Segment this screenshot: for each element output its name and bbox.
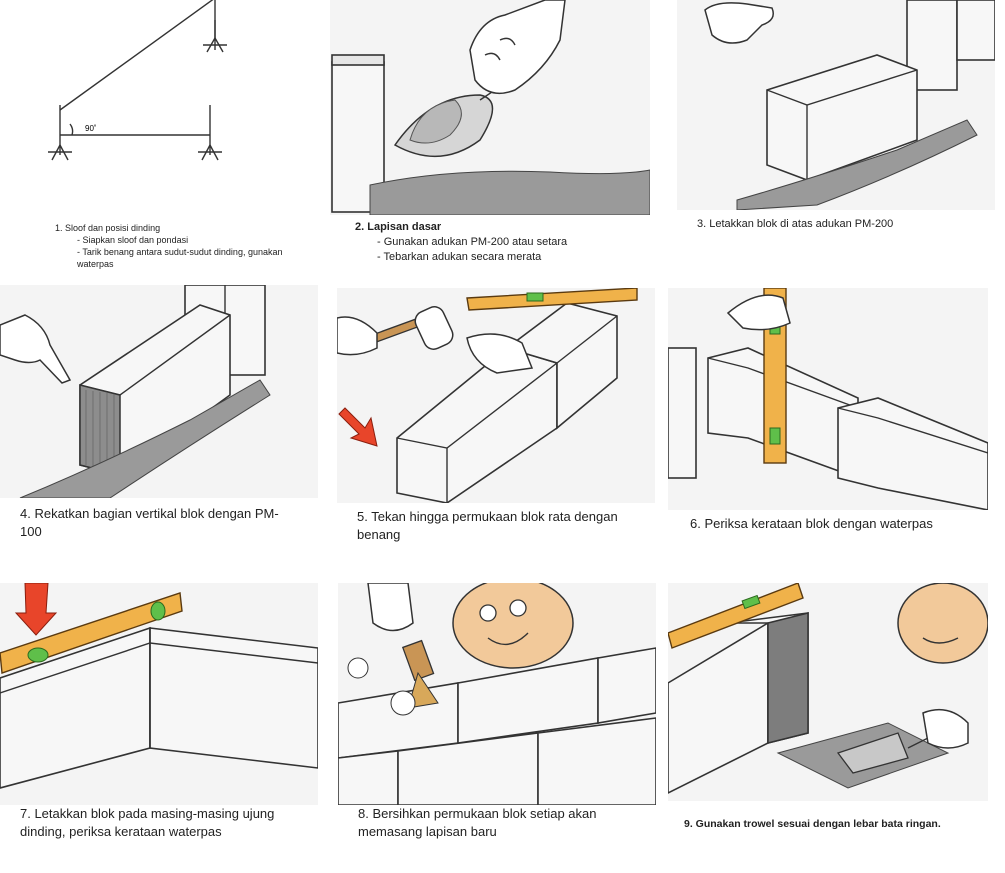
step6-title: 6. Periksa kerataan blok dengan waterpas [690,516,933,531]
glove-icon [922,708,969,749]
worker-face-icon [452,583,574,669]
red-arrow-icon [338,407,378,447]
red-arrow-icon [14,583,58,636]
step1-caption: 1. Sloof dan posisi dinding - Siapkan sl… [55,222,305,270]
glove-icon [367,583,414,632]
step2-title: 2. Lapisan dasar [355,221,442,233]
step7-caption: 7. Letakkan blok pada masing-masing ujun… [20,805,320,841]
spirit-level-icon [668,583,804,649]
step2-caption: 2. Lapisan dasar - Gunakan adukan PM-200… [355,220,655,265]
step4-title: 4. Rekatkan bagian vertikal blok dengan … [20,506,279,539]
step7-title: 7. Letakkan blok pada masing-masing ujun… [20,806,275,839]
step5-title: 5. Tekan hingga permukaan blok rata deng… [357,509,618,542]
stake-right-icon [198,105,222,161]
step2-sub-2: - Tebarkan adukan secara merata [377,251,542,263]
step5-illustration [337,288,655,503]
step8-illustration [338,583,656,805]
spirit-level-icon [466,288,638,311]
step9-caption: 9. Gunakan trowel sesuai dengan lebar ba… [684,817,984,831]
step8-title: 8. Bersihkan permukaan blok setiap akan … [358,806,597,839]
step3-illustration [677,0,995,210]
spirit-level-icon [0,592,183,674]
step1-sub-1: - Siapkan sloof dan pondasi [77,235,189,245]
angle-label: 90˚ [85,124,97,133]
step5-caption: 5. Tekan hingga permukaan blok rata deng… [357,508,637,544]
step1-title: 1. Sloof dan posisi dinding [55,223,161,233]
step2-sub-1: - Gunakan adukan PM-200 atau setara [377,236,568,248]
step2-illustration [330,0,650,215]
step3-caption: 3. Letakkan blok di atas adukan PM-200 [697,217,997,232]
step4-illustration [0,285,318,498]
step4-caption: 4. Rekatkan bagian vertikal blok dengan … [20,505,280,541]
glove-icon [469,0,566,95]
stake-top-icon [203,20,227,53]
glove-icon [726,294,791,331]
glove-pointing-icon [0,314,72,384]
stake-left-icon [48,105,72,161]
glove-icon [337,316,534,374]
step1-illustration: 90˚ [10,0,310,205]
step1-sub-2: - Tarik benang antara sudut-sudut dindin… [77,247,283,269]
step3-title: 3. Letakkan blok di atas adukan PM-200 [697,218,894,230]
step7-illustration [0,583,318,805]
step6-caption: 6. Periksa kerataan blok dengan waterpas [690,515,990,533]
step9-illustration [668,583,988,801]
glove-icon [704,2,774,44]
step9-title: 9. Gunakan trowel sesuai dengan lebar ba… [684,818,941,830]
step8-caption: 8. Bersihkan permukaan blok setiap akan … [358,805,648,841]
worker-face-icon [897,583,988,664]
brush-icon [401,639,439,709]
step6-illustration [668,288,988,510]
